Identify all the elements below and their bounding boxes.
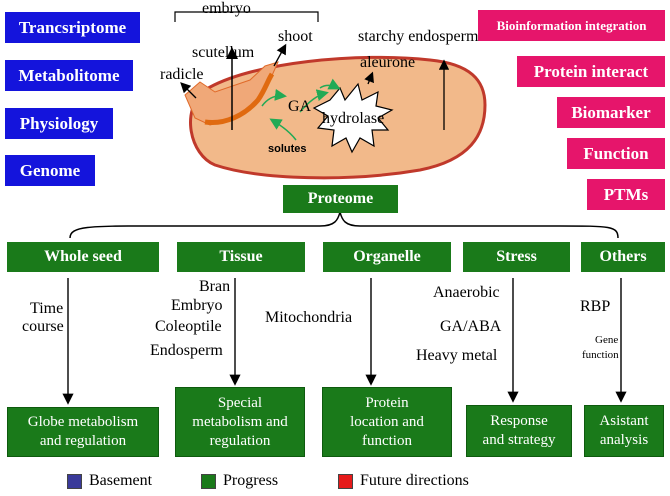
item-whole-seed-time: Time xyxy=(30,300,64,317)
category-others: Others xyxy=(581,242,665,272)
item-tissue-bran: Bran xyxy=(199,278,231,295)
outcome-tissue: Special metabolism and regulation xyxy=(175,387,305,457)
label-hydrolase: hydrolase xyxy=(322,110,385,127)
ga-arrow-2 xyxy=(319,78,341,90)
outcome-stress: Response and strategy xyxy=(466,405,572,457)
outcome-whole-seed: Globe metabolism and regulation xyxy=(7,407,159,457)
future-box-protein-interact: Protein interact xyxy=(517,56,665,87)
label-ga: GA xyxy=(288,98,312,115)
legend-label-future: Future directions xyxy=(360,472,469,489)
outcome-whole-seed-line1: Globe metabolism xyxy=(27,414,139,430)
proteome-brace xyxy=(69,211,619,239)
hydrolase-burst xyxy=(312,82,394,154)
item-others-gene: Gene xyxy=(595,334,619,346)
omics-box-genome: Genome xyxy=(5,155,95,186)
outcome-others: Asistant analysis xyxy=(584,405,664,457)
item-tissue-embryo: Embryo xyxy=(171,297,223,314)
future-box-ptms: PTMs xyxy=(587,179,665,210)
outcome-whole-seed-line2: and regulation xyxy=(39,433,127,449)
item-organelle-mitochondria: Mitochondria xyxy=(265,309,353,326)
outcome-tissue-line3: regulation xyxy=(209,432,271,449)
outcome-organelle-line1: Protein xyxy=(365,394,409,411)
item-whole-seed-course: course xyxy=(22,318,64,335)
ga-arrow-3 xyxy=(261,88,287,107)
category-stress: Stress xyxy=(463,242,570,272)
item-tissue-coleoptile: Coleoptile xyxy=(155,318,222,335)
outcome-tissue-line1: Special xyxy=(217,394,263,411)
future-box-function: Function xyxy=(567,138,665,169)
item-stress-heavy-metal: Heavy metal xyxy=(416,347,498,364)
outcome-stress-line2: and strategy xyxy=(482,432,556,448)
legend-swatch-future xyxy=(338,474,353,489)
embryo-bracket xyxy=(174,11,319,22)
label-solutes: solutes xyxy=(268,143,307,155)
label-aleurone: aleurone xyxy=(360,54,416,71)
shoot-arrow xyxy=(273,43,287,67)
future-box-biomarker: Biomarker xyxy=(557,97,665,128)
outcome-stress-line1: Response xyxy=(490,413,548,429)
item-stress-ga-aba: GA/ABA xyxy=(440,318,502,335)
item-others-function: function xyxy=(582,349,619,361)
label-shoot: shoot xyxy=(278,28,313,45)
item-tissue-endosperm: Endosperm xyxy=(150,342,223,359)
ga-arrow-1 xyxy=(299,89,329,113)
proteome-box: Proteome xyxy=(283,185,398,213)
outcome-others-line2: analysis xyxy=(599,432,649,448)
category-tissue: Tissue xyxy=(177,242,305,272)
outcome-tissue-line2: metabolism and xyxy=(192,413,288,430)
item-stress-anaerobic: Anaerobic xyxy=(433,284,500,301)
label-radicle: radicle xyxy=(160,66,204,83)
label-scutellum: scutellum xyxy=(192,44,255,61)
omics-box-physiology: Physiology xyxy=(5,108,113,139)
outcome-others-line1: Asistant xyxy=(599,413,649,429)
legend-label-progress: Progress xyxy=(223,472,279,489)
legend-swatch-basement xyxy=(67,474,82,489)
outcome-organelle-line2: location and xyxy=(350,413,424,430)
label-embryo: embryo xyxy=(202,0,251,17)
radicle-arrow xyxy=(180,82,197,99)
omics-box-transcriptome: Trancsriptome xyxy=(5,12,140,43)
scutellum-band xyxy=(204,72,275,126)
outcome-organelle-line3: function xyxy=(361,432,412,449)
solutes-arrow xyxy=(269,118,297,141)
legend-label-basement: Basement xyxy=(89,472,153,489)
outcome-organelle: Protein location and function xyxy=(322,387,452,457)
legend-swatch-progress xyxy=(201,474,216,489)
category-organelle: Organelle xyxy=(323,242,451,272)
omics-box-metabolitome: Metabolitome xyxy=(5,60,133,91)
item-others-rbp: RBP xyxy=(580,298,611,315)
label-starchy-endosperm: starchy endosperm xyxy=(358,28,479,45)
future-box-bioinformation: Bioinformation integration xyxy=(478,10,665,41)
aleurone-arrow xyxy=(364,71,374,85)
category-whole-seed: Whole seed xyxy=(7,242,159,272)
